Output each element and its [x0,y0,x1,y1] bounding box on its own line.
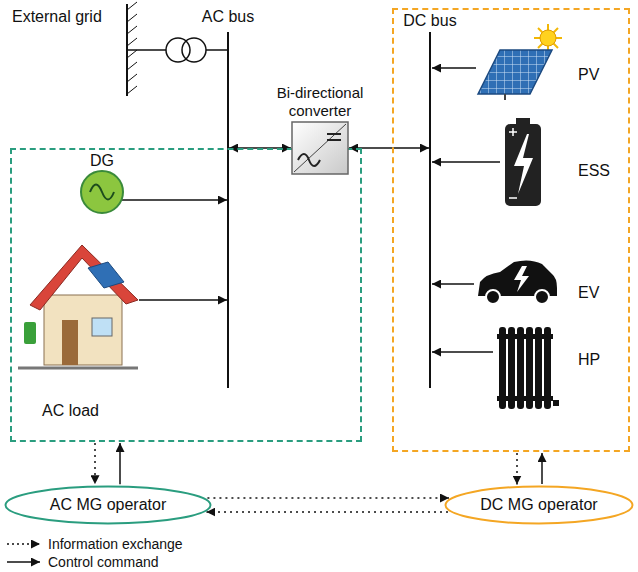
bus-label: DC bus [403,12,456,30]
ess-unit: ESS [478,120,628,216]
converter-unit: Bi-directional converter [265,84,375,176]
legend-row: Information exchange [6,536,183,552]
operator-ellipse: DC MG operator [444,485,634,525]
information-exchange-arrow [516,453,518,485]
ev-unit: EV [478,260,628,318]
ac-region: DG AC load [10,148,362,442]
radiator-illustration [432,327,559,409]
legend-text: Information exchange [48,536,183,552]
legend-sample [6,556,42,568]
dc-region: PV ESS EV HP [392,8,630,452]
node-label: DC MG operator [444,496,634,514]
control-command-arrow [541,453,543,484]
dc-bus-line [429,32,431,388]
node-label: PV [578,66,599,84]
pv-illustration [432,24,562,100]
information-exchange-arrow [94,443,96,484]
operator-ellipse: AC MG operator [4,485,212,525]
battery-illustration [432,118,541,206]
node-label: ESS [578,162,610,180]
node-label: EV [578,284,599,302]
bus-label: AC bus [202,8,254,26]
node-label: AC load [42,402,99,420]
legend-text: Control command [48,554,159,570]
legend-row: Control command [6,554,159,570]
node-label: AC MG operator [4,496,212,514]
node-label: Bi-directional converter [265,84,375,120]
hp-unit: HP [478,325,628,421]
control-command-arrow [119,443,121,484]
feeder-line [121,199,227,201]
node-label: DG [78,152,126,170]
dg-unit: DG [78,152,126,218]
information-exchange-arrow [206,511,448,513]
external-grid-label: External grid [12,8,102,26]
house-illustration [18,245,138,368]
feeder-line [139,299,227,301]
legend-sample [6,538,42,550]
pv-unit: PV [478,28,628,108]
information-exchange-arrow [207,497,449,499]
ac-bus-line [227,32,229,388]
ev-illustration [432,260,557,304]
node-label: HP [578,351,600,369]
